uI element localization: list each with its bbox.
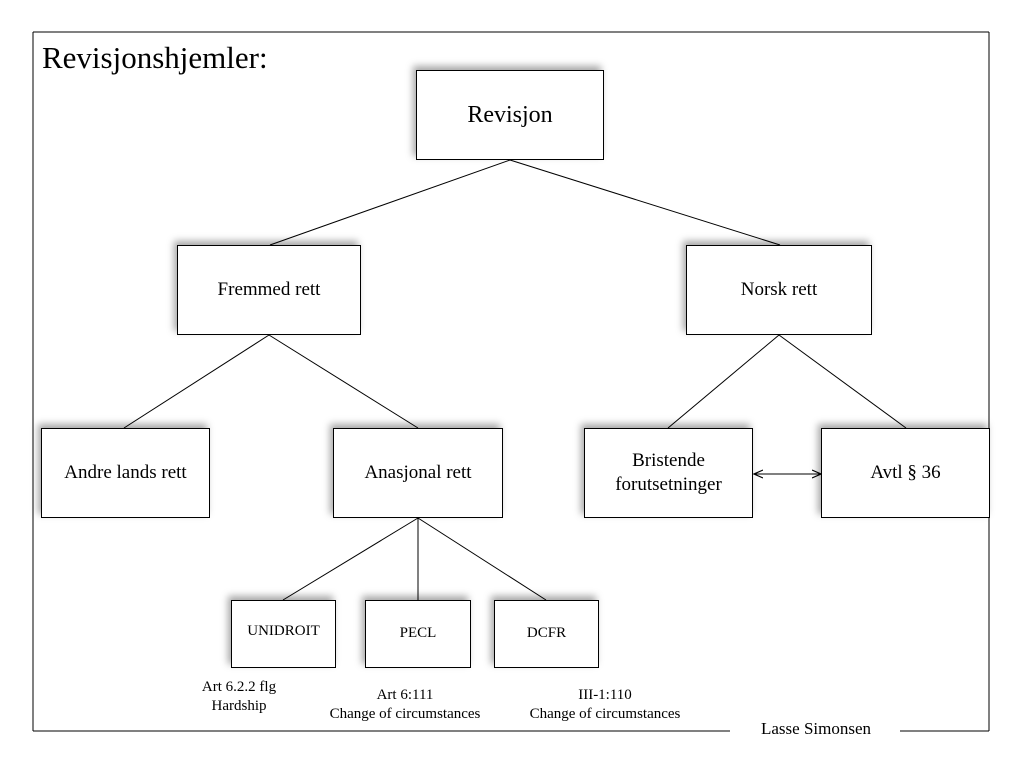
node-norsk-rett: Norsk rett (686, 245, 872, 335)
node-avtl-36: Avtl § 36 (821, 428, 990, 518)
node-revisjon-label: Revisjon (467, 101, 553, 128)
node-anasjonal-rett-label: Anasjonal rett (364, 462, 472, 483)
node-dcfr-label: DCFR (526, 625, 567, 641)
caption-pecl-line1: Art 6:111 (376, 687, 434, 703)
node-unidroit: UNIDROIT (231, 600, 336, 668)
caption-dcfr: III-1:110 Change of circumstances (505, 686, 705, 724)
caption-unidroit: Art 6.2.2 flg Hardship (179, 678, 299, 716)
node-bristende-label-line2: forutsetninger (615, 474, 722, 495)
node-pecl-label: PECL (399, 625, 437, 641)
node-pecl: PECL (365, 600, 471, 668)
node-fremmed-rett: Fremmed rett (177, 245, 361, 335)
page-title: Revisjonshjemler: (42, 40, 268, 75)
edge-fremmed-anasjonal (268, 334, 419, 429)
edge-norsk-avtl36 (778, 334, 907, 429)
node-revisjon: Revisjon (416, 70, 604, 160)
node-unidroit-label: UNIDROIT (247, 623, 320, 639)
node-dcfr: DCFR (494, 600, 599, 668)
node-andre-lands-rett-label: Andre lands rett (64, 462, 187, 483)
node-avtl-36-label: Avtl § 36 (870, 462, 941, 483)
edge-revisjon-fremmed (269, 159, 511, 246)
author-name: Lasse Simonsen (734, 718, 898, 740)
node-anasjonal-rett: Anasjonal rett (333, 428, 503, 518)
edge-norsk-bristende (667, 334, 780, 429)
edge-revisjon-norsk (509, 159, 781, 246)
caption-pecl-line2: Change of circumstances (329, 706, 481, 722)
edge-fremmed-andre (123, 334, 270, 429)
edge-anasjonal-dcfr (417, 517, 547, 601)
caption-dcfr-line2: Change of circumstances (529, 706, 681, 722)
caption-pecl: Art 6:111 Change of circumstances (305, 686, 505, 724)
caption-unidroit-line1: Art 6.2.2 flg (201, 679, 277, 695)
caption-dcfr-line1: III-1:110 (578, 687, 632, 703)
node-bristende-label-line1: Bristende (632, 450, 705, 471)
node-fremmed-rett-label: Fremmed rett (217, 279, 321, 300)
node-bristende-forutsetninger: Bristende forutsetninger (584, 428, 753, 518)
edge-anasjonal-unidroit (282, 517, 419, 601)
node-norsk-rett-label: Norsk rett (740, 279, 818, 300)
node-andre-lands-rett: Andre lands rett (41, 428, 210, 518)
caption-unidroit-line2: Hardship (211, 698, 267, 714)
